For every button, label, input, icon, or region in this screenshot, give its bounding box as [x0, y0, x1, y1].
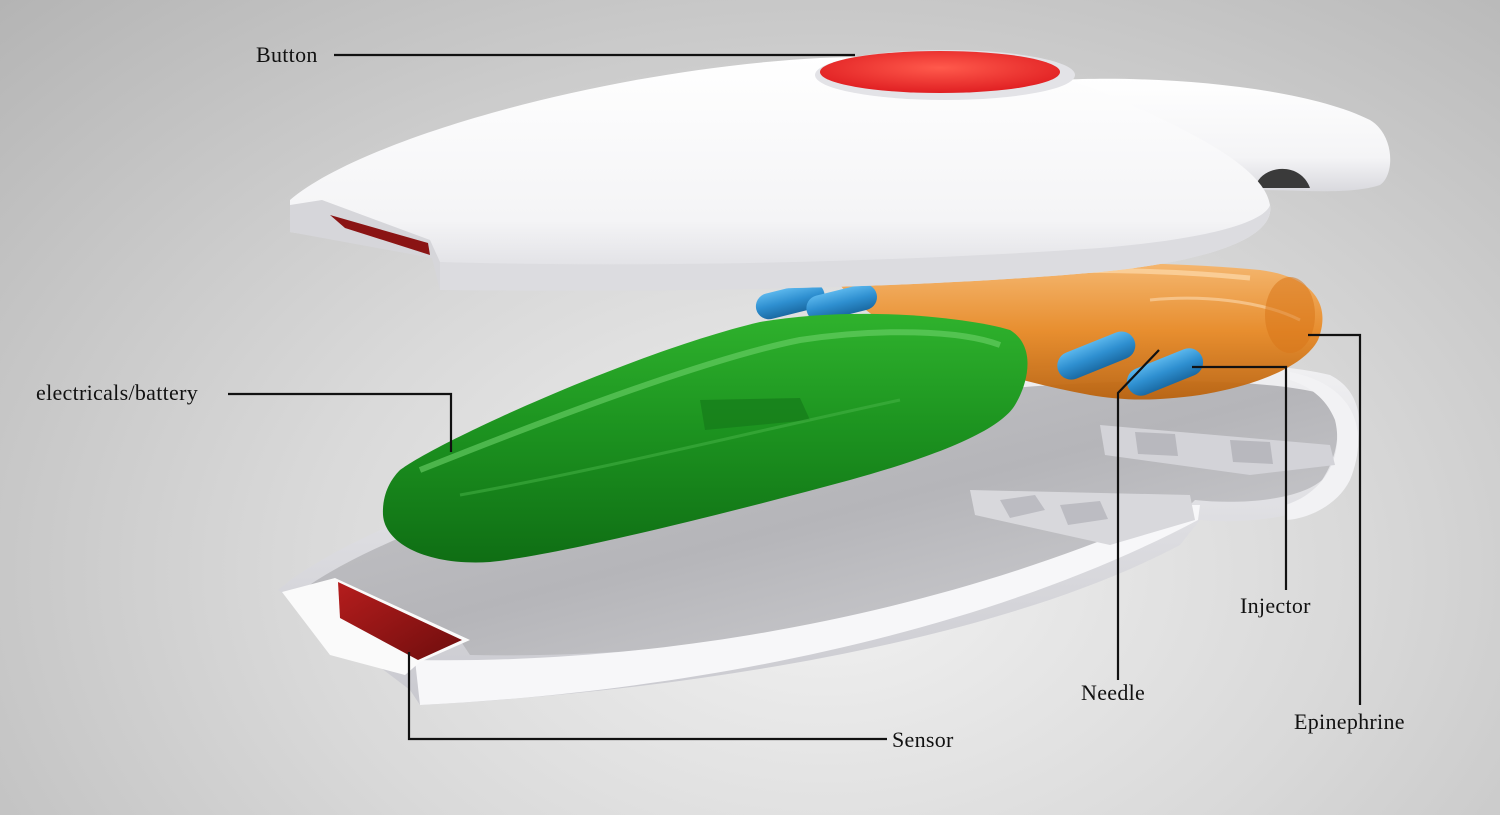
top-shell — [290, 50, 1390, 291]
red-button — [820, 51, 1060, 93]
label-injector: Injector — [1240, 595, 1311, 617]
label-epinephrine: Epinephrine — [1294, 711, 1405, 733]
label-electricals-battery: electricals/battery — [36, 382, 198, 404]
label-sensor: Sensor — [892, 729, 954, 751]
label-button: Button — [256, 44, 318, 66]
label-needle: Needle — [1081, 682, 1145, 704]
leader-line-electricals — [228, 394, 451, 452]
